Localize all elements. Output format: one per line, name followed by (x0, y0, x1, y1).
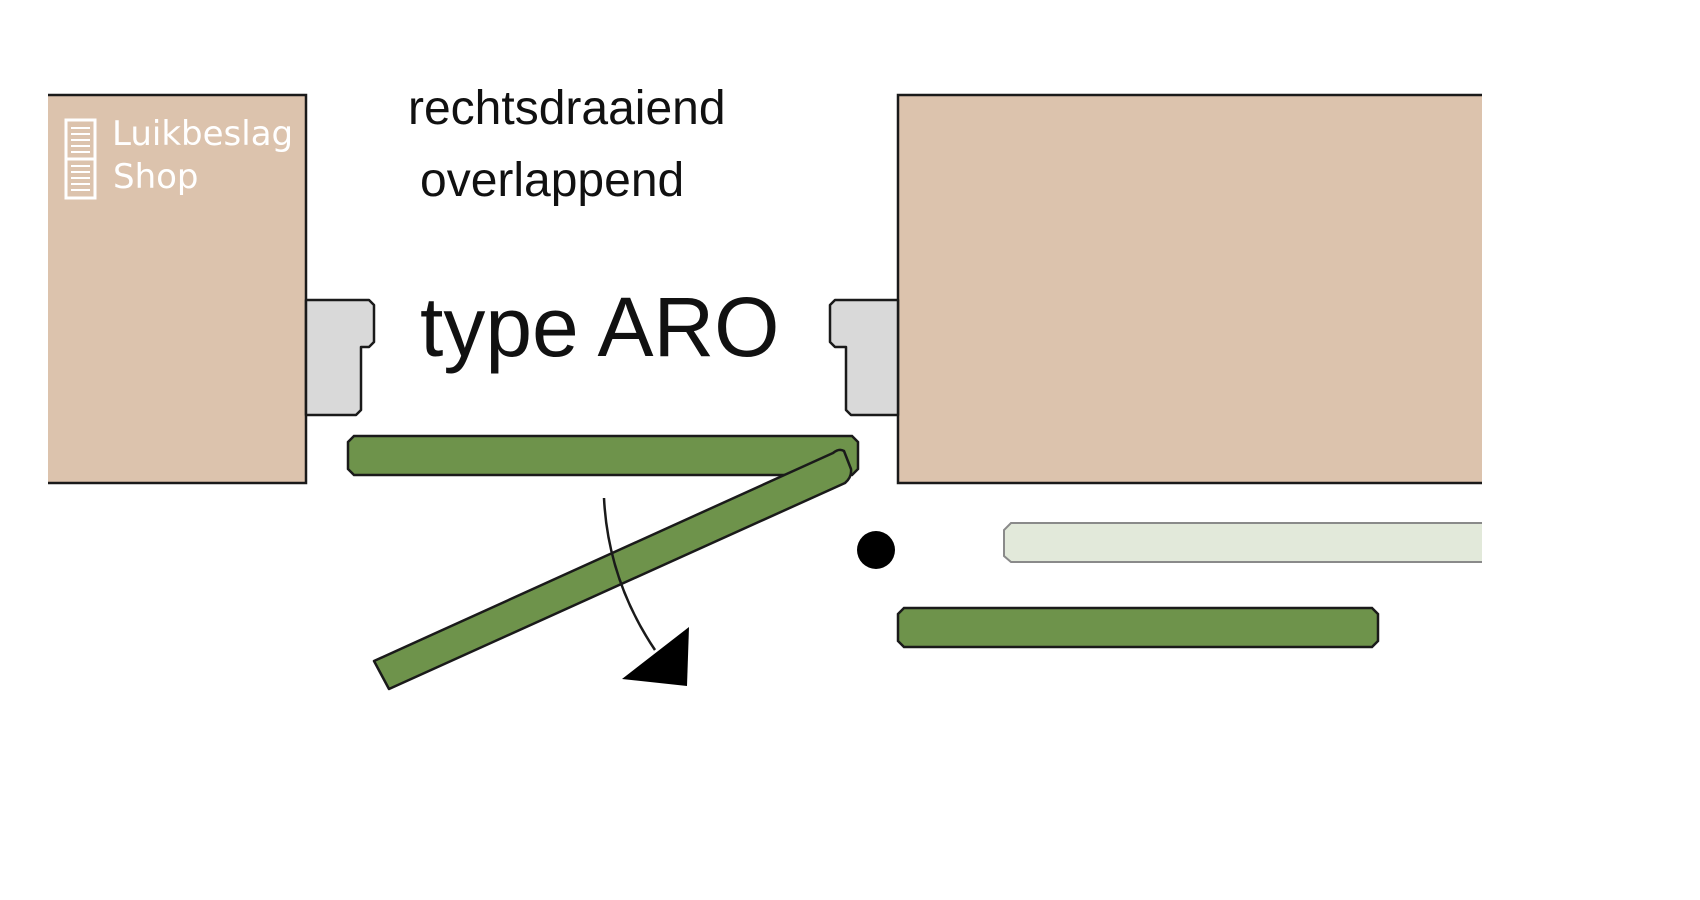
open-shutter-ghost (1003, 522, 1482, 563)
mounting-label: overlappend (420, 154, 684, 207)
logo-line-1: Luikbeslag (112, 114, 293, 154)
shutter-icon (64, 118, 97, 200)
right-wall (896, 93, 1482, 485)
right-frame-profile (828, 298, 900, 417)
type-label: type ARO (420, 280, 780, 374)
open-shutter-panel (896, 606, 1380, 649)
left-frame-profile (304, 298, 376, 417)
luikbeslag-shop-logo: Luikbeslag Shop (64, 114, 293, 200)
rotation-arrow (602, 497, 689, 686)
arrow-head-icon (622, 627, 689, 686)
logo-line-2: Shop (113, 157, 199, 197)
hinge-pivot (857, 531, 895, 569)
closed-shutter-panel (346, 434, 860, 477)
rotation-label: rechtsdraaiend (408, 82, 726, 135)
left-wall (48, 93, 308, 485)
swinging-shutter-panel (372, 448, 853, 691)
